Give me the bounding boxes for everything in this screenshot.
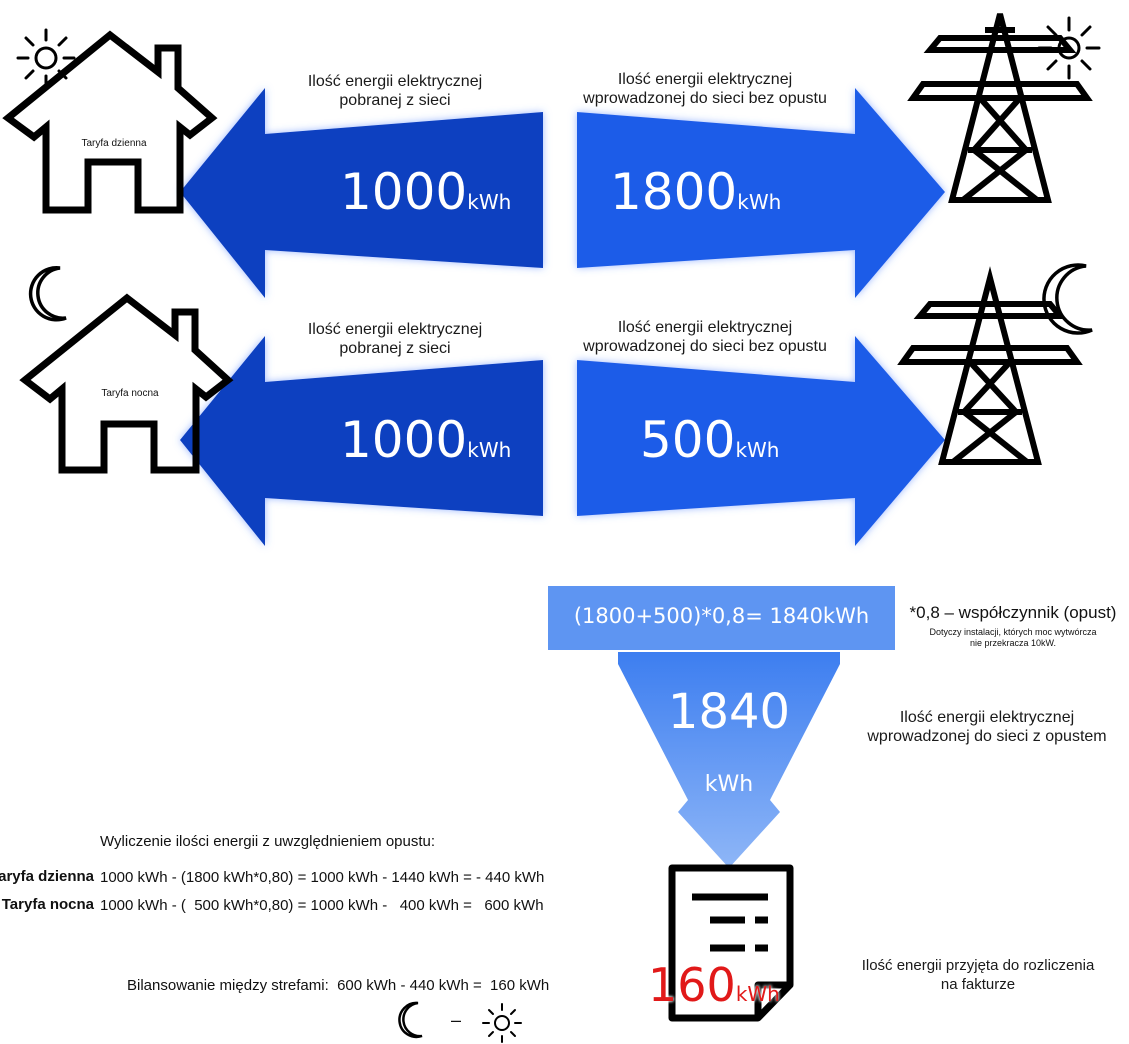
caption-drawn-night: Ilość energii elektrycznej pobranej z si… <box>307 321 483 357</box>
calc-label-day: Taryfa dzienna <box>0 868 94 885</box>
value-fed-night-unit: kWh <box>735 438 780 462</box>
invoice-value: 160kWh <box>648 958 780 1012</box>
coefficient-note: Dotyczy instalacji, których moc wytwórcz… <box>929 627 1097 648</box>
caption-drawn-day: Ilość energii elektrycznej pobranej z si… <box>307 73 483 109</box>
value-drawn-day-number: 1000 <box>340 163 468 221</box>
calc-label-night: Taryfa nocna <box>1 896 94 913</box>
invoice-caption: Ilość energii przyjęta do rozliczenia na… <box>861 957 1095 993</box>
invoice-document-icon <box>668 864 794 1022</box>
moon-icon-balancing <box>398 1001 423 1039</box>
funnel-value: 1840 <box>667 684 791 740</box>
sun-icon-balancing <box>482 1003 522 1043</box>
caption-fed-day: Ilość energii elektrycznej wprowadzonej … <box>583 71 827 107</box>
calculation-heading: Wyliczenie ilości energii z uwzględnieni… <box>100 833 436 850</box>
formula-box <box>548 586 895 650</box>
house-label-day: Taryfa dzienna <box>81 138 147 149</box>
formula-text: (1800+500)*0,8= 1840kWh <box>573 604 870 628</box>
sun-icon-day-house <box>16 28 76 88</box>
calc-expr-night: 1000 kWh - ( 500 kWh*0,80) = 1000 kWh - … <box>100 897 544 914</box>
moon-icon-night-pylon <box>1042 263 1093 335</box>
right-arrow-night <box>577 336 945 546</box>
value-fed-day-unit: kWh <box>737 190 782 214</box>
coefficient-title: *0,8 – współczynnik (opust) <box>909 603 1117 622</box>
left-arrow-night <box>180 336 543 546</box>
value-drawn-night: 1000kWh <box>340 412 511 478</box>
house-icon-day <box>2 30 218 214</box>
left-arrow-day <box>180 88 543 298</box>
discount-funnel <box>618 652 840 868</box>
balancing-text: Bilansowanie między strefami: 600 kWh - … <box>127 977 550 994</box>
value-fed-day: 1800kWh <box>610 164 781 230</box>
balancing-minus: – <box>451 1010 462 1030</box>
value-fed-night-number: 500 <box>640 411 736 469</box>
invoice-value-number: 160 <box>648 958 736 1012</box>
value-drawn-night-number: 1000 <box>340 411 468 469</box>
house-label-night: Taryfa nocna <box>101 388 159 399</box>
value-fed-day-number: 1800 <box>610 163 738 221</box>
value-drawn-night-unit: kWh <box>467 438 512 462</box>
house-icon-night <box>19 293 234 474</box>
power-pylon-icon-day <box>907 13 1093 203</box>
invoice-value-unit: kWh <box>735 982 780 1006</box>
value-drawn-day: 1000kWh <box>340 164 511 230</box>
funnel-caption: Ilość energii elektrycznej wprowadzonej … <box>867 709 1107 745</box>
caption-fed-night: Ilość energii elektrycznej wprowadzonej … <box>583 319 827 355</box>
value-fed-night: 500kWh <box>640 412 779 478</box>
value-drawn-day-unit: kWh <box>467 190 512 214</box>
calc-expr-day: 1000 kWh - (1800 kWh*0,80) = 1000 kWh - … <box>100 869 545 886</box>
right-arrow-day <box>577 88 945 298</box>
moon-icon-night-house <box>28 266 67 322</box>
funnel-unit: kWh <box>704 772 754 797</box>
power-pylon-icon-night <box>897 266 1083 465</box>
